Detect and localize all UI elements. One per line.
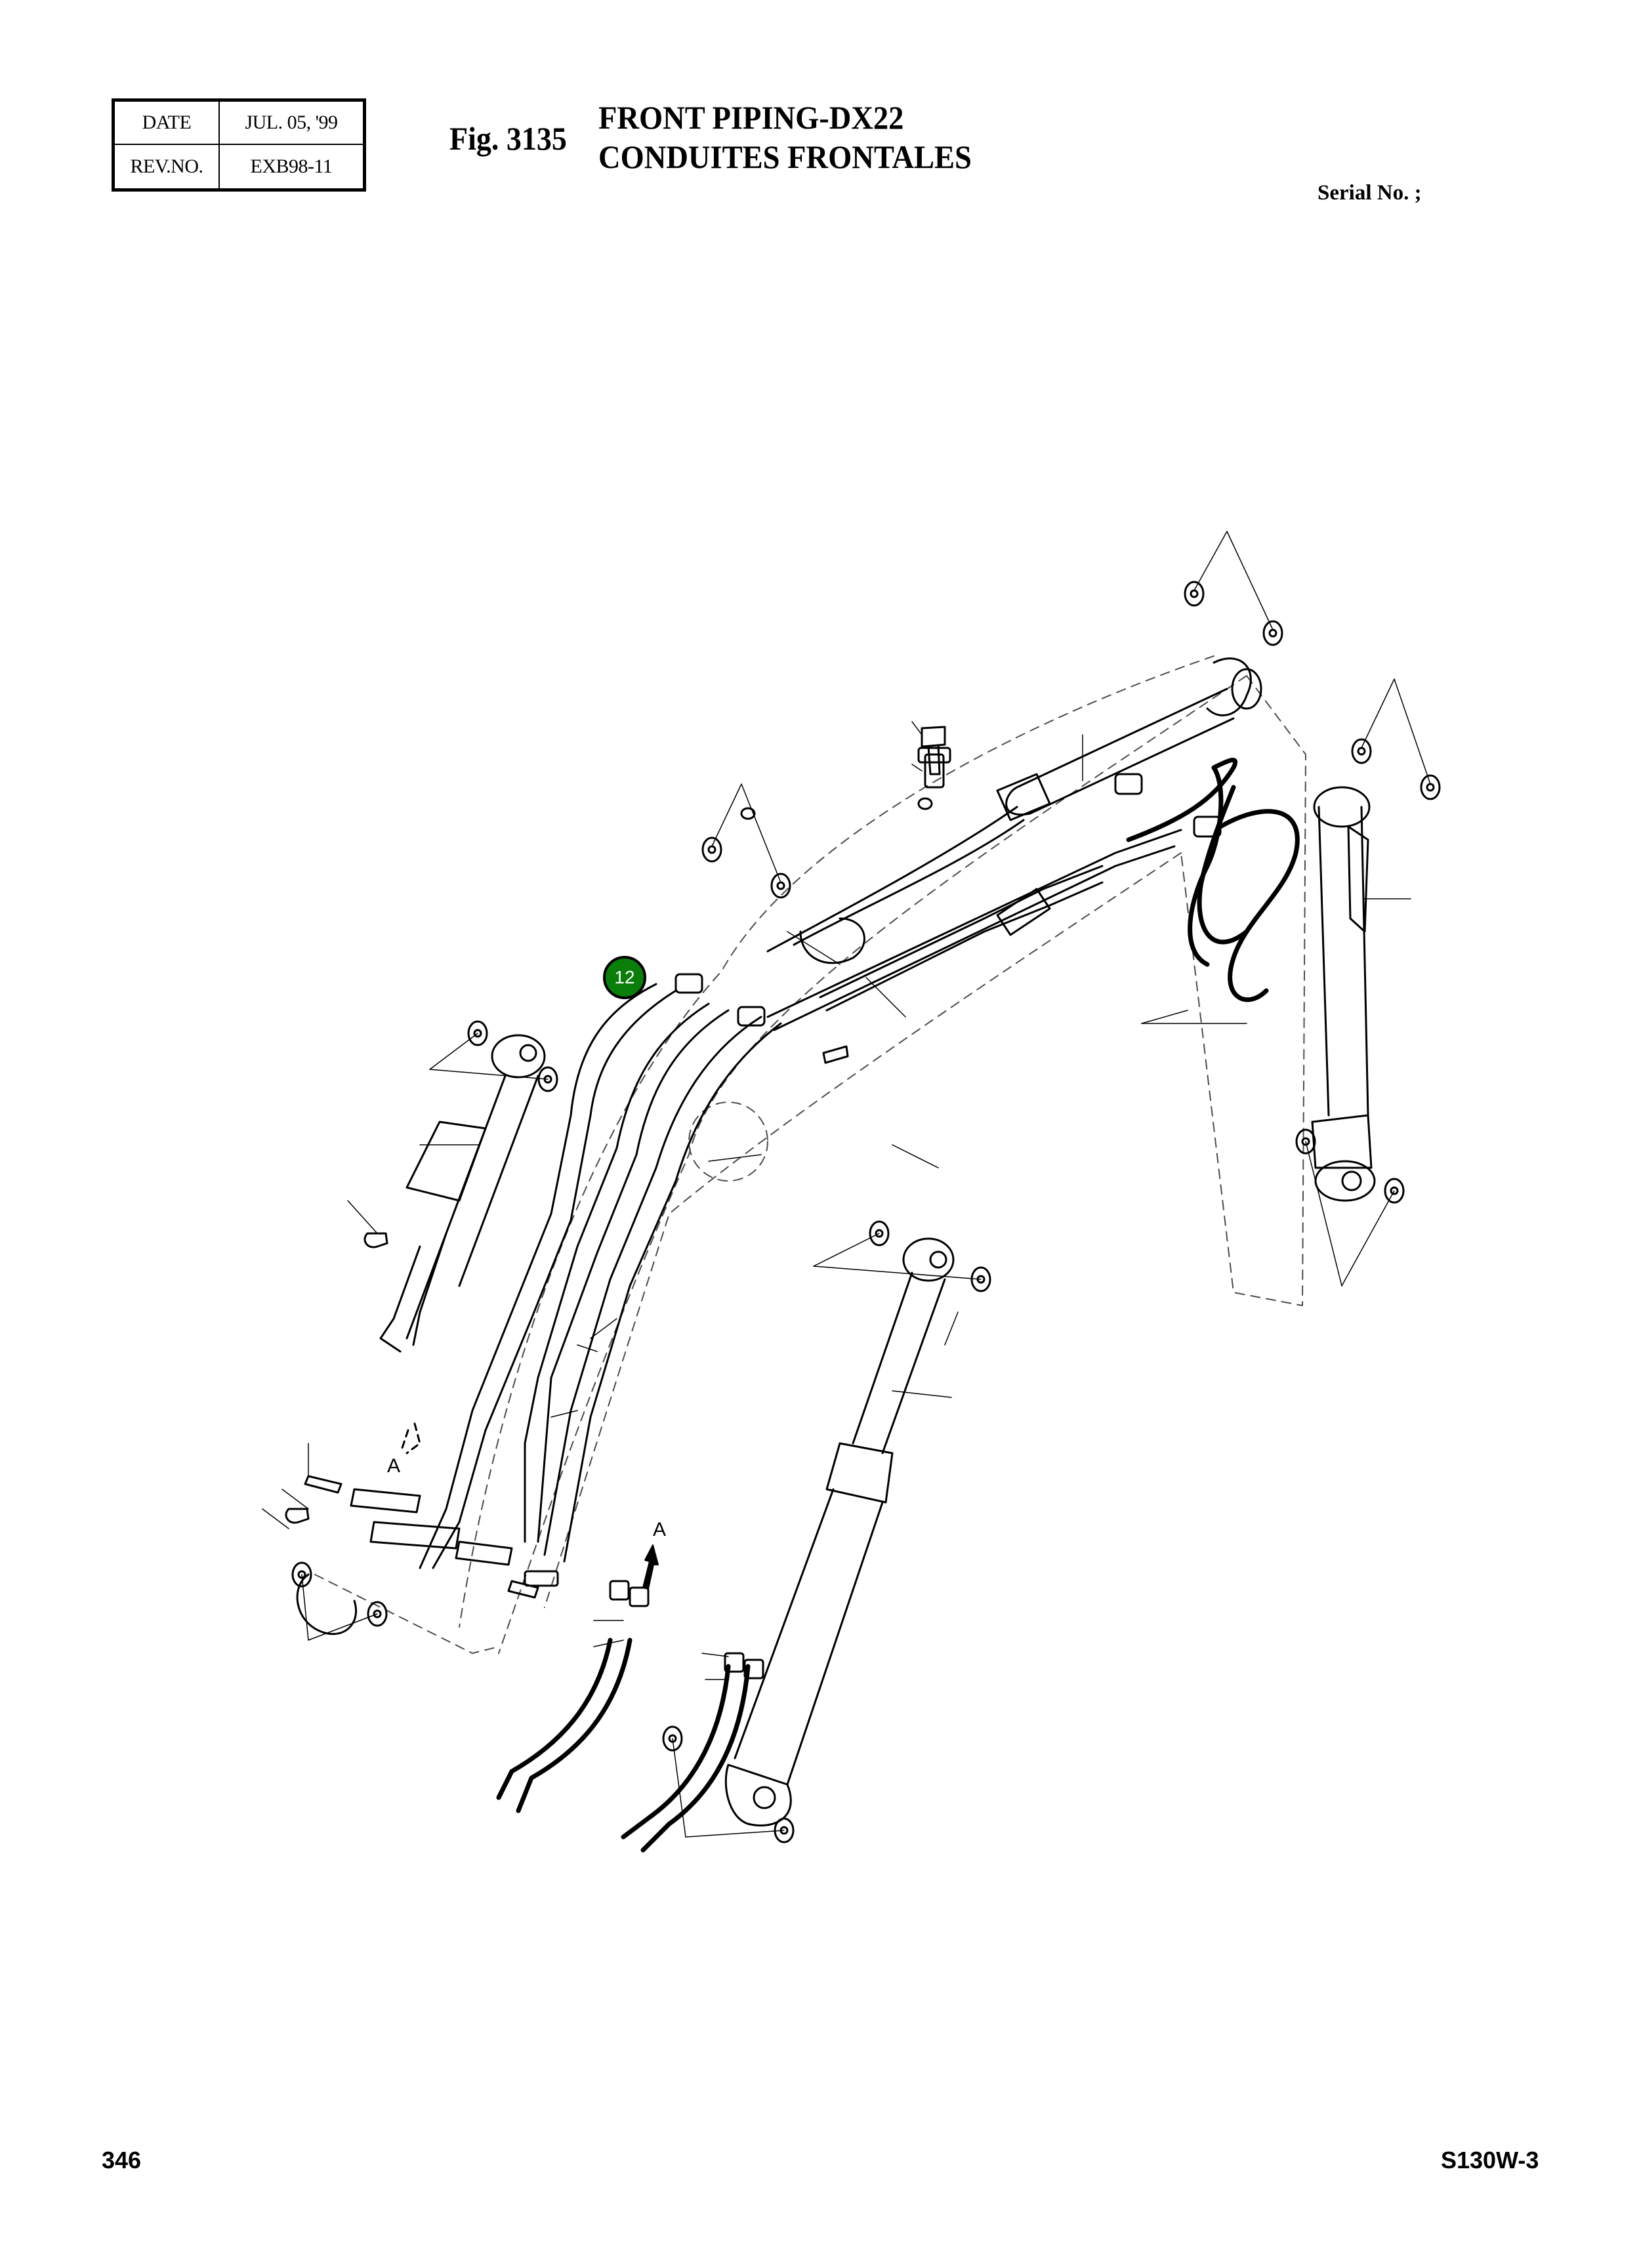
arm-cylinder (766, 657, 1262, 953)
washers (291, 581, 1441, 1844)
bucket-cylinder (1311, 786, 1376, 1202)
boom-cylinder (724, 1237, 955, 1826)
date-label: DATE (115, 102, 220, 145)
arm-hoses (1126, 758, 1300, 1002)
lower-left-hoses (496, 1638, 633, 1813)
date-value: JUL. 05, '99 (220, 102, 363, 145)
boom-pipes (379, 983, 782, 1569)
model-number: S130W-3 (1441, 2147, 1539, 2174)
revision-table: DATE JUL. 05, '99 REV.NO. EXB98-11 (112, 98, 366, 192)
view-a-label-arrow: A (653, 1519, 667, 1540)
lower-right-hoses (621, 1664, 751, 1853)
serial-number-label: Serial No. ; (1317, 181, 1422, 205)
fittings (524, 747, 1222, 1680)
view-a-dashed-arrow (400, 1422, 421, 1454)
boom-phantom-outline (314, 655, 1306, 1654)
part-callout-12[interactable]: 12 (603, 956, 646, 999)
bolts (285, 726, 946, 1599)
view-a-label-left: A (387, 1455, 401, 1477)
title-english: FRONT PIPING-DX22 (598, 99, 904, 136)
view-a-solid-arrow (642, 1544, 659, 1590)
page-number: 346 (102, 2147, 142, 2174)
figure-number: Fig. 3135 (449, 120, 567, 157)
leader-lines (262, 531, 1431, 1838)
left-boom-cylinder (405, 1034, 546, 1340)
title-french: CONDUITES FRONTALES (598, 138, 972, 175)
boom-foot-clamps (296, 1488, 513, 1636)
callout-number: 12 (614, 967, 635, 987)
rev-label: REV.NO. (115, 145, 220, 188)
rev-value: EXB98-11 (250, 155, 333, 177)
arm-pipes (766, 829, 1182, 1031)
